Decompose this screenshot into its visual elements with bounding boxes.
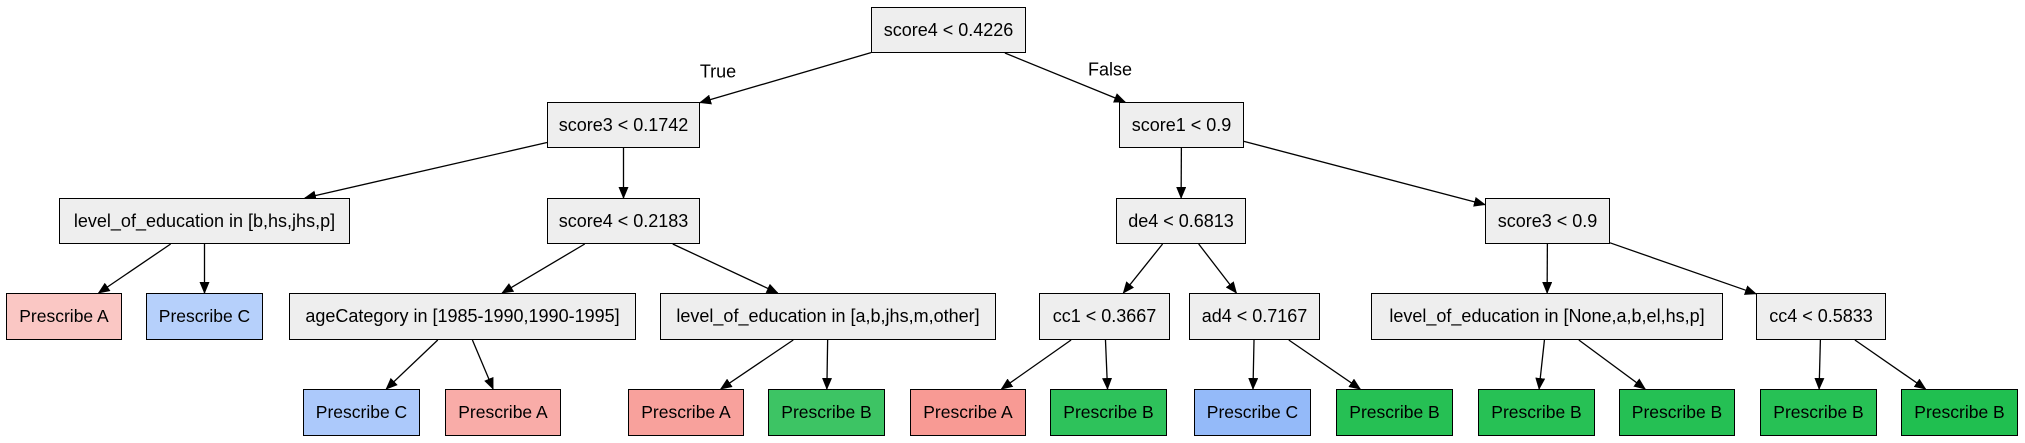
tree-edge-n0-n1 bbox=[699, 52, 872, 105]
tree-edge-n10-n18 bbox=[822, 339, 833, 390]
edge-label-false: False bbox=[1087, 59, 1133, 80]
node-de4-threshold: de4 < 0.6813 bbox=[1116, 198, 1246, 244]
node-cc1-threshold: cc1 < 0.3667 bbox=[1039, 293, 1170, 340]
tree-edge-n4-n10 bbox=[672, 243, 779, 294]
leaf-prescribe-a: Prescribe A bbox=[628, 389, 744, 436]
tree-edge-n13-n24 bbox=[1578, 339, 1646, 390]
leaf-prescribe-a: Prescribe A bbox=[445, 389, 561, 436]
node-score3-threshold-2: score3 < 0.9 bbox=[1485, 198, 1610, 244]
tree-edge-n5-n11 bbox=[1122, 243, 1164, 294]
tree-edge-n9-n15 bbox=[385, 339, 439, 390]
tree-edge-n14-n26 bbox=[1854, 339, 1927, 390]
tree-edge-n11-n20 bbox=[1102, 339, 1113, 390]
tree-edge-n10-n17 bbox=[719, 339, 794, 390]
node-score3-threshold: score3 < 0.1742 bbox=[547, 102, 700, 148]
leaf-prescribe-a: Prescribe A bbox=[6, 293, 122, 340]
leaf-prescribe-b: Prescribe B bbox=[1901, 389, 2018, 436]
tree-edge-n3-n7 bbox=[97, 243, 172, 294]
node-score4-threshold-2: score4 < 0.2183 bbox=[547, 198, 700, 244]
leaf-prescribe-c: Prescribe C bbox=[303, 389, 420, 436]
leaf-prescribe-b: Prescribe B bbox=[1619, 389, 1735, 436]
leaf-prescribe-b: Prescribe B bbox=[1478, 389, 1595, 436]
tree-edge-n1-n3 bbox=[303, 141, 548, 201]
node-ad4-threshold: ad4 < 0.7167 bbox=[1189, 293, 1320, 340]
leaf-prescribe-b: Prescribe B bbox=[1336, 389, 1453, 436]
leaf-prescribe-b: Prescribe B bbox=[1760, 389, 1877, 436]
leaf-prescribe-c: Prescribe C bbox=[146, 293, 263, 340]
tree-edge-n5-n12 bbox=[1198, 243, 1238, 294]
node-cc4-threshold: cc4 < 0.5833 bbox=[1756, 293, 1886, 340]
tree-edge-n9-n16 bbox=[471, 339, 494, 390]
root-node-score4: score4 < 0.4226 bbox=[871, 7, 1026, 53]
tree-edge-n11-n19 bbox=[1000, 339, 1072, 390]
leaf-prescribe-a: Prescribe A bbox=[910, 389, 1026, 436]
tree-edge-n2-n6 bbox=[1243, 140, 1486, 207]
node-level-of-education-1: level_of_education in [b,hs,jhs,p] bbox=[59, 198, 350, 244]
leaf-prescribe-b: Prescribe B bbox=[768, 389, 885, 436]
tree-edge-n12-n21 bbox=[1248, 339, 1259, 390]
leaf-prescribe-b: Prescribe B bbox=[1050, 389, 1167, 436]
node-score1-threshold: score1 < 0.9 bbox=[1119, 102, 1244, 148]
leaf-prescribe-c: Prescribe C bbox=[1194, 389, 1311, 436]
node-level-of-education-2: level_of_education in [a,b,jhs,m,other] bbox=[660, 293, 996, 340]
node-level-of-education-3: level_of_education in [None,a,b,el,hs,p] bbox=[1371, 293, 1723, 340]
tree-edge-n4-n9 bbox=[501, 243, 586, 294]
tree-edge-n12-n22 bbox=[1288, 339, 1362, 390]
node-age-category: ageCategory in [1985-1990,1990-1995] bbox=[289, 293, 636, 340]
tree-edge-n0-n2 bbox=[1004, 52, 1127, 103]
tree-edge-n13-n23 bbox=[1535, 339, 1546, 390]
edge-label-true: True bbox=[699, 61, 737, 82]
tree-edge-n6-n14 bbox=[1609, 242, 1757, 295]
tree-edge-n14-n25 bbox=[1814, 339, 1825, 390]
